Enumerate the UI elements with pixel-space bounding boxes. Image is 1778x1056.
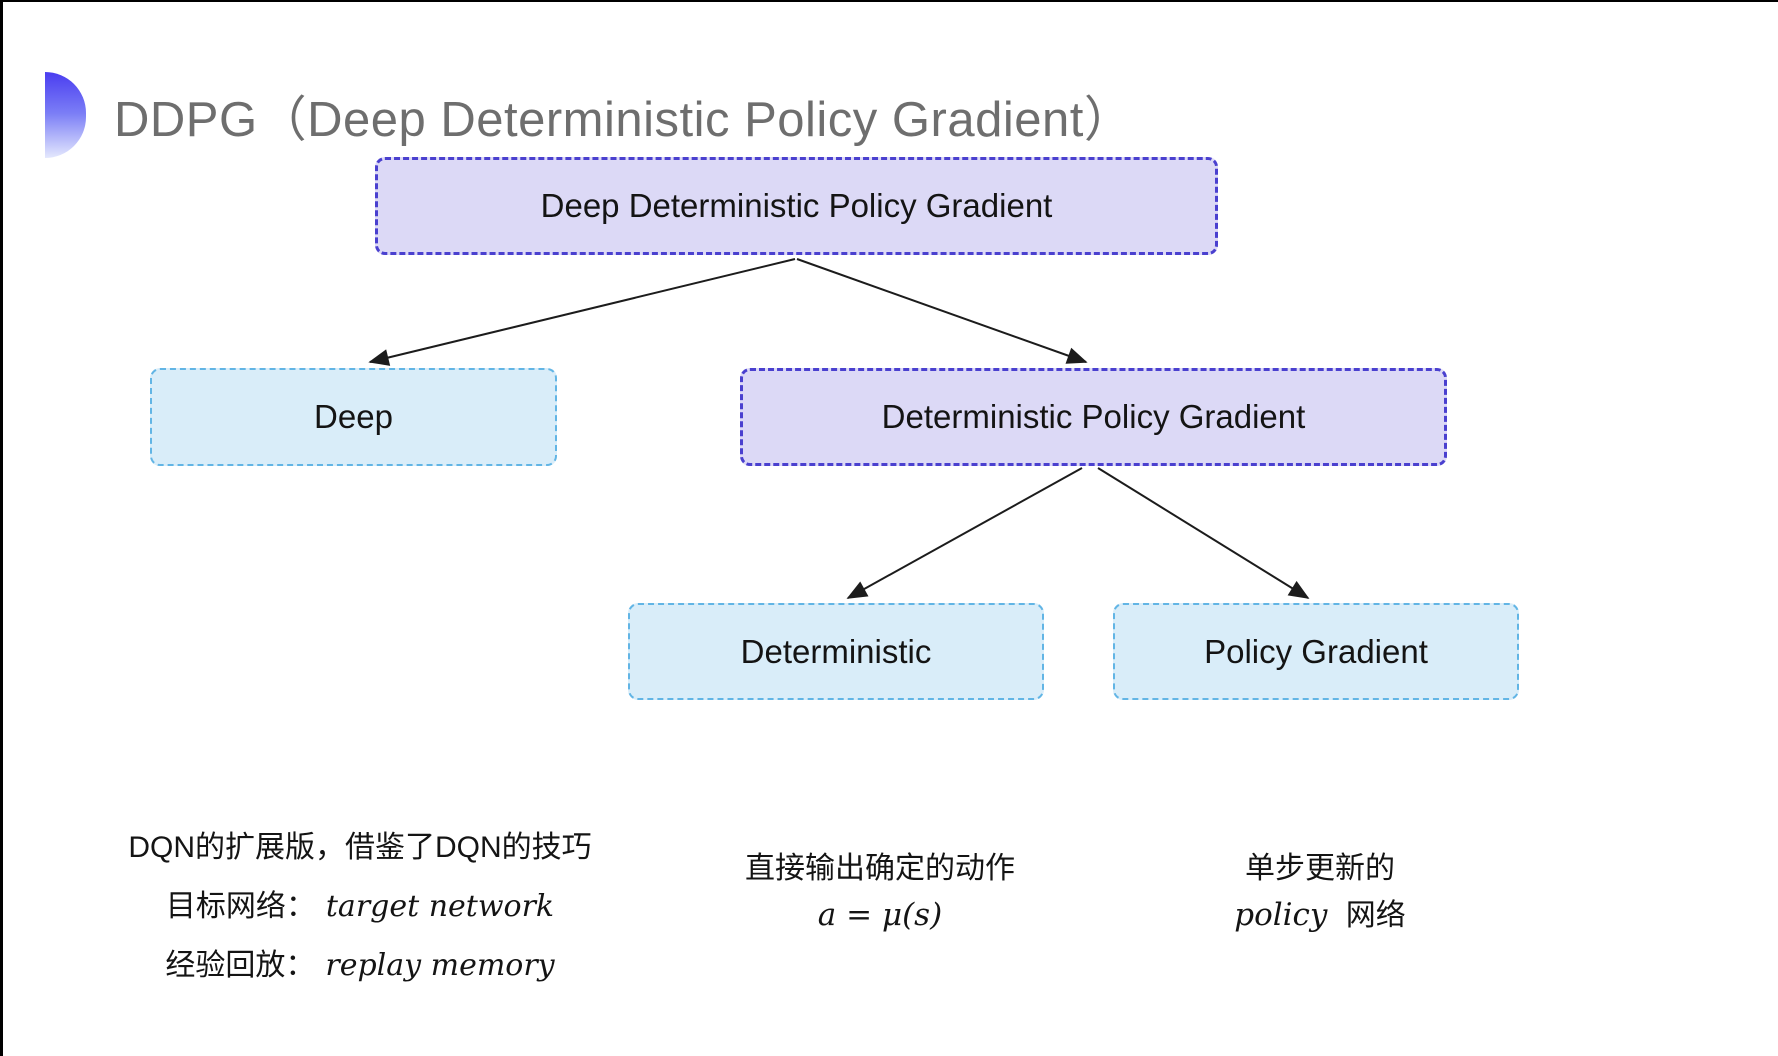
node-deterministic: Deterministic [628, 603, 1044, 700]
note-deep-line3: 经验回放： replay memory [105, 936, 615, 995]
title-bullet-icon [45, 72, 86, 158]
node-label: Deterministic Policy Gradient [881, 398, 1306, 435]
note-deterministic-formula: a = μ(s) [817, 897, 943, 933]
note-deep: DQN的扩展版，借鉴了DQN的技巧 目标网络： target network 经验… [105, 818, 615, 995]
left-border-line [0, 0, 3, 1056]
note-deterministic-line1: 直接输出确定的动作 [745, 852, 1015, 885]
note-deep-line1: DQN的扩展版，借鉴了DQN的技巧 [128, 831, 592, 864]
arrow-dpg-to-policy-gradient [1097, 467, 1310, 599]
note-deep-line2-label: 目标网络： [165, 890, 316, 923]
node-deep-deterministic-policy-gradient: Deep Deterministic Policy Gradient [375, 157, 1218, 255]
node-policy-gradient: Policy Gradient [1113, 603, 1519, 700]
node-label: Deep Deterministic Policy Gradient [540, 187, 1053, 224]
node-deterministic-policy-gradient: Deterministic Policy Gradient [740, 368, 1447, 466]
note-deep-line2-value: target network [325, 889, 555, 924]
note-deterministic: 直接输出确定的动作 a = μ(s) [680, 846, 1080, 938]
note-policy-line2-suffix: 网络 [1337, 899, 1406, 932]
slide-header: DDPG（Deep Deterministic Policy Gradient） [45, 72, 1133, 158]
note-policy-line2-italic: policy [1234, 897, 1328, 933]
arrow-root-to-deep [368, 258, 796, 366]
page-title: DDPG（Deep Deterministic Policy Gradient） [114, 92, 1134, 147]
note-deep-line2: 目标网络： target network [105, 877, 615, 936]
arrow-root-to-dpg [796, 258, 1088, 364]
note-policy-gradient: 单步更新的 policy 网络 [1120, 846, 1520, 938]
note-deep-line3-label: 经验回放： [165, 949, 316, 982]
note-policy-line1: 单步更新的 [1245, 852, 1395, 885]
top-border-line [0, 0, 1778, 2]
note-deep-line3-value: replay memory [325, 948, 555, 983]
arrow-dpg-to-deterministic [846, 467, 1083, 599]
node-label: Deterministic [740, 632, 932, 670]
node-label: Deep [314, 398, 393, 435]
node-deep: Deep [150, 368, 557, 466]
node-label: Policy Gradient [1204, 632, 1428, 670]
note-policy-line2: policy 网络 [1120, 892, 1520, 938]
